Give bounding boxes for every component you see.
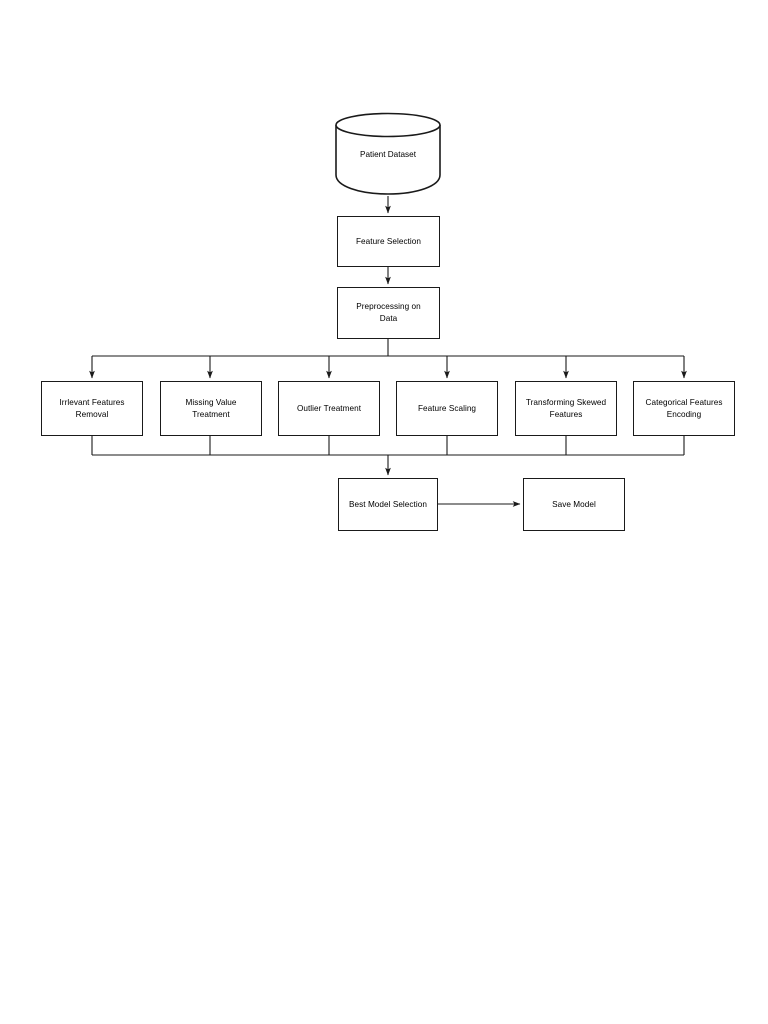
node-label-preprocessing-step-4: Feature Scaling xyxy=(417,403,477,413)
node-label-preprocessing-step-3: Outlier Treatment xyxy=(296,403,362,413)
node-preprocessing-step-1[interactable]: Irrlevant Features Removal xyxy=(41,381,143,436)
node-preprocessing-step-6[interactable]: Categorical Features Encoding xyxy=(633,381,735,436)
node-preprocessing-on-data[interactable]: Preprocessing on Data xyxy=(337,287,440,339)
node-label-best-model-selection: Best Model Selection xyxy=(349,499,427,509)
node-label-feature-selection: Feature Selection xyxy=(355,236,422,246)
node-label-preprocessing-step-5: Transforming Skewed Features xyxy=(525,397,607,419)
node-label-patient-dataset: Patient Dataset xyxy=(360,149,416,159)
cylinder-shape xyxy=(335,112,441,195)
node-label-preprocessing-step-2: Missing Value Treatment xyxy=(185,397,237,419)
node-preprocessing-step-3[interactable]: Outlier Treatment xyxy=(278,381,380,436)
node-save-model[interactable]: Save Model xyxy=(523,478,625,531)
node-best-model-selection[interactable]: Best Model Selection xyxy=(338,478,438,531)
node-preprocessing-step-5[interactable]: Transforming Skewed Features xyxy=(515,381,617,436)
node-label-preprocessing-on-data: Preprocessing on Data xyxy=(356,302,421,323)
node-preprocessing-step-4[interactable]: Feature Scaling xyxy=(396,381,498,436)
node-label-preprocessing-step-6: Categorical Features Encoding xyxy=(645,397,723,419)
node-patient-dataset[interactable]: Patient Dataset xyxy=(335,112,441,196)
node-label-save-model: Save Model xyxy=(552,499,596,509)
node-preprocessing-step-2[interactable]: Missing Value Treatment xyxy=(160,381,262,436)
node-feature-selection[interactable]: Feature Selection xyxy=(337,216,440,267)
node-label-preprocessing-step-1: Irrlevant Features Removal xyxy=(59,397,125,419)
